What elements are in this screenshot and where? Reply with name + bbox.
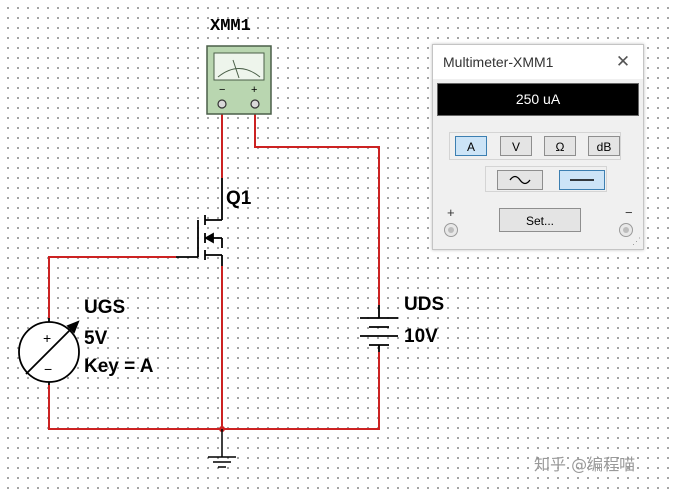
ugs-plus-sign: +: [43, 330, 51, 346]
multimeter-display: 250 uA: [437, 83, 639, 116]
wire-ugs-gate[interactable]: [48, 256, 176, 318]
signal-dc-button[interactable]: [559, 170, 605, 190]
mode-decibel-button[interactable]: dB: [588, 136, 620, 156]
multimeter-minus-sign: −: [625, 205, 633, 220]
multimeter-window-title: Multimeter-XMM1: [443, 54, 554, 70]
uds-battery-symbol[interactable]: [360, 305, 398, 352]
multimeter-window: Multimeter-XMM1 ✕ 250 uA A V Ω dB Set...…: [432, 44, 644, 250]
ugs-key-label: Key = A: [84, 356, 154, 377]
wire-uds-bottom[interactable]: [222, 352, 380, 430]
resize-grip-icon[interactable]: ⋰: [632, 236, 641, 246]
uds-name-label: UDS: [404, 294, 445, 315]
meter-terminal-plus-label: +: [251, 84, 257, 96]
multimeter-minus-terminal[interactable]: [619, 223, 633, 237]
mosfet-q1-symbol[interactable]: [176, 178, 223, 266]
multimeter-plus-terminal[interactable]: [444, 223, 458, 237]
multimeter-symbol[interactable]: [206, 45, 272, 115]
transistor-ref-label: Q1: [226, 188, 252, 209]
uds-value-label: 10V: [404, 326, 438, 347]
ugs-name-label: UGS: [84, 297, 126, 318]
sine-wave-icon: [509, 175, 531, 185]
multimeter-ref-label: XMM1: [210, 17, 251, 36]
signal-ac-button[interactable]: [497, 170, 543, 190]
mode-button-group: [449, 132, 621, 160]
signal-button-group: [485, 166, 607, 192]
wires: [48, 108, 380, 430]
multimeter-reading: 250 uA: [515, 91, 561, 107]
mode-ammeter-button[interactable]: A: [455, 136, 487, 156]
watermark: 知乎 @编程喵: [534, 455, 636, 474]
multimeter-control-panel: A V Ω dB Set...: [447, 132, 625, 240]
mode-voltmeter-button[interactable]: V: [500, 136, 532, 156]
mode-ohmmeter-button[interactable]: Ω: [544, 136, 576, 156]
multimeter-plus-sign: +: [447, 205, 455, 220]
meter-terminal-minus-label: −: [219, 84, 225, 96]
dc-line-icon: [570, 179, 594, 181]
ugs-value-label: 5V: [84, 328, 108, 349]
ugs-minus-sign: −: [44, 361, 52, 377]
ground-symbol: [208, 429, 236, 468]
set-button[interactable]: Set...: [499, 208, 581, 232]
wire-meter-plus-to-uds[interactable]: [254, 108, 380, 305]
multimeter-titlebar[interactable]: Multimeter-XMM1 ✕: [433, 45, 643, 79]
wire-ugs-bottom[interactable]: [48, 385, 222, 430]
ugs-source-symbol[interactable]: [18, 318, 80, 385]
close-icon[interactable]: ✕: [615, 52, 631, 71]
